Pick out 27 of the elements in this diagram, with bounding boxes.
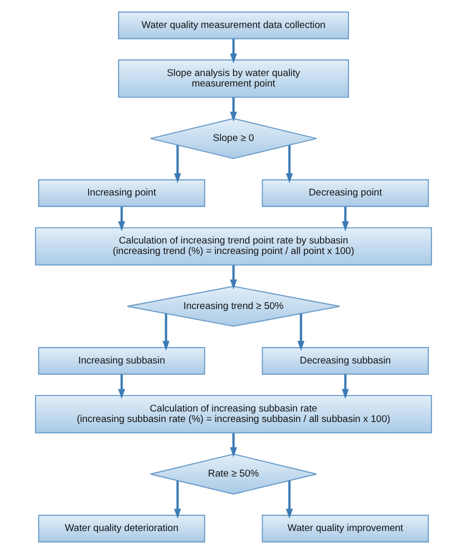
- arrow: [342, 374, 349, 399]
- arrow: [230, 98, 237, 122]
- arrow: [118, 374, 126, 399]
- node-box: Water quality measurement data collection: [118, 12, 349, 40]
- node-box: Slope analysis by water quality measurement point: [118, 59, 349, 98]
- arrow: [230, 265, 237, 290]
- node-diamond: Increasing trend ≥ 50%: [126, 286, 340, 327]
- arrow: [297, 314, 304, 351]
- node-box: Calculation of increasing trend point rate by subbasin (increasing trend (%) = increasing point / all point x 100): [35, 227, 432, 266]
- arrow: [230, 433, 237, 458]
- arrow: [230, 38, 237, 64]
- arrow: [342, 206, 349, 232]
- arrow: [286, 480, 293, 519]
- node-box: Calculation of increasing subbasin rate (increasing subbasin rate (%) = increasing subbasin / all subbasin x 100): [35, 394, 432, 434]
- arrow: [174, 480, 182, 519]
- node-box: Decreasing point: [262, 179, 429, 207]
- node-box: Water quality improvement: [262, 514, 429, 542]
- arrow: [162, 314, 170, 351]
- node-box: Water quality deterioration: [38, 514, 206, 542]
- arrow: [174, 145, 182, 184]
- node-diamond: Rate ≥ 50%: [150, 454, 318, 495]
- node-box: Decreasing subbasin: [262, 347, 429, 375]
- node-box: Increasing point: [38, 179, 206, 207]
- arrow: [286, 145, 293, 184]
- arrow: [118, 206, 126, 232]
- node-box: Increasing subbasin: [38, 347, 206, 375]
- node-diamond: Slope ≥ 0: [150, 118, 318, 160]
